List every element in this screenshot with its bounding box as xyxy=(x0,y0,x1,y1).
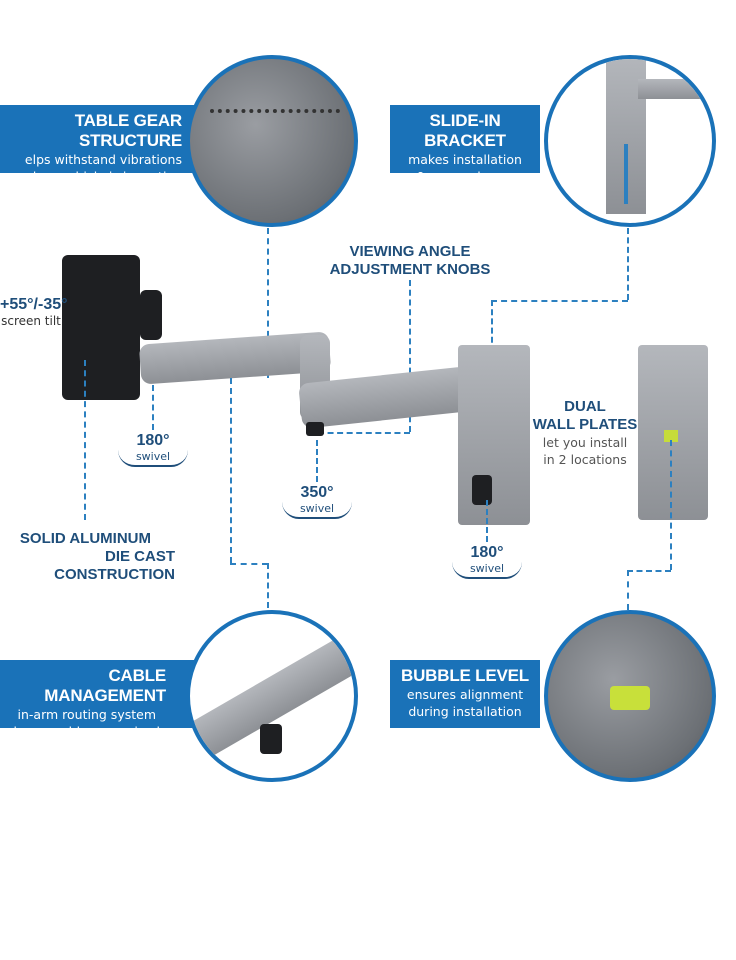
swivel-mid: 350° swivel xyxy=(282,484,352,519)
gear-line2: when vehicle is in motion xyxy=(22,169,182,184)
bracket-title: SLIDE-IN BRACKET xyxy=(424,111,506,150)
knobs-line2: ADJUSTMENT KNOBS xyxy=(329,261,491,278)
knobs-label: VIEWING ANGLE ADJUSTMENT KNOBS xyxy=(320,243,500,279)
swivel-right-value: 180° xyxy=(470,544,504,561)
aluminum-line2: DIE CAST CONSTRUCTION xyxy=(54,548,175,583)
cable-detail-image xyxy=(186,610,358,782)
wall-plates-line4: in 2 locations xyxy=(543,452,627,467)
gear-title: TABLE GEAR STRUCTURE xyxy=(74,111,182,150)
vesa-plate xyxy=(62,255,140,400)
tilt-value: +55°/-35° xyxy=(0,296,68,313)
swivel-mid-value: 350° xyxy=(300,484,334,501)
swivel-right: 180° swivel xyxy=(452,544,522,579)
bracket-line2: & removal easy xyxy=(416,169,514,184)
wall-plates-line3: let you install xyxy=(542,435,628,450)
bubble-level-icon xyxy=(610,686,650,710)
cable-title: CABLE MANAGEMENT xyxy=(44,666,166,705)
wall-plates-callout: DUAL WALL PLATES let you install in 2 lo… xyxy=(530,398,640,468)
bubble-vial xyxy=(664,430,678,442)
slide-in-bracket-banner: SLIDE-IN BRACKET makes installation & re… xyxy=(390,105,540,184)
elbow-knob xyxy=(306,422,324,436)
bracket-arm xyxy=(638,79,712,99)
bubble-line2: during installation xyxy=(408,704,522,719)
wall-plate-mounted xyxy=(458,345,530,525)
tilt-knob xyxy=(140,290,162,340)
bracket-line1: makes installation xyxy=(408,152,522,167)
swivel-left-value: 180° xyxy=(136,432,170,449)
slide-arrow-icon xyxy=(624,144,628,204)
cable-management-banner: CABLE MANAGEMENT in-arm routing system k… xyxy=(0,660,196,739)
bubble-level-banner: BUBBLE LEVEL ensures alignment during in… xyxy=(390,660,540,728)
wall-plate-knob xyxy=(472,475,492,505)
swivel-right-label: swivel xyxy=(452,562,522,579)
swivel-left: 180° swivel xyxy=(118,432,188,467)
gear-detail-image xyxy=(186,55,358,227)
aluminum-line1: SOLID ALUMINUM xyxy=(19,530,151,547)
swivel-left-label: swivel xyxy=(118,450,188,467)
gear-line1: elps withstand vibrations xyxy=(24,152,182,167)
cable-line1: in-arm routing system xyxy=(17,707,156,722)
gear-structure-banner: TABLE GEAR STRUCTURE elps withstand vibr… xyxy=(0,105,196,184)
wall-plates-line2: WALL PLATES xyxy=(532,416,638,433)
knobs-line1: VIEWING ANGLE xyxy=(349,243,471,260)
gear-teeth xyxy=(210,109,340,117)
bracket-detail-image xyxy=(544,55,716,227)
tilt-label: screen tilt xyxy=(1,314,61,328)
swivel-mid-label: swivel xyxy=(282,502,352,519)
cable-line2: keeps cables organized xyxy=(13,724,160,739)
bubble-detail-image xyxy=(544,610,716,782)
bubble-title: BUBBLE LEVEL xyxy=(401,666,529,685)
tilt-callout: +55°/-35° screen tilt xyxy=(0,296,68,328)
cable-knob xyxy=(260,724,282,754)
aluminum-label: SOLID ALUMINUM DIE CAST CONSTRUCTION xyxy=(0,530,175,584)
wall-plates-line1: DUAL xyxy=(564,398,606,415)
bubble-line1: ensures alignment xyxy=(406,687,524,702)
